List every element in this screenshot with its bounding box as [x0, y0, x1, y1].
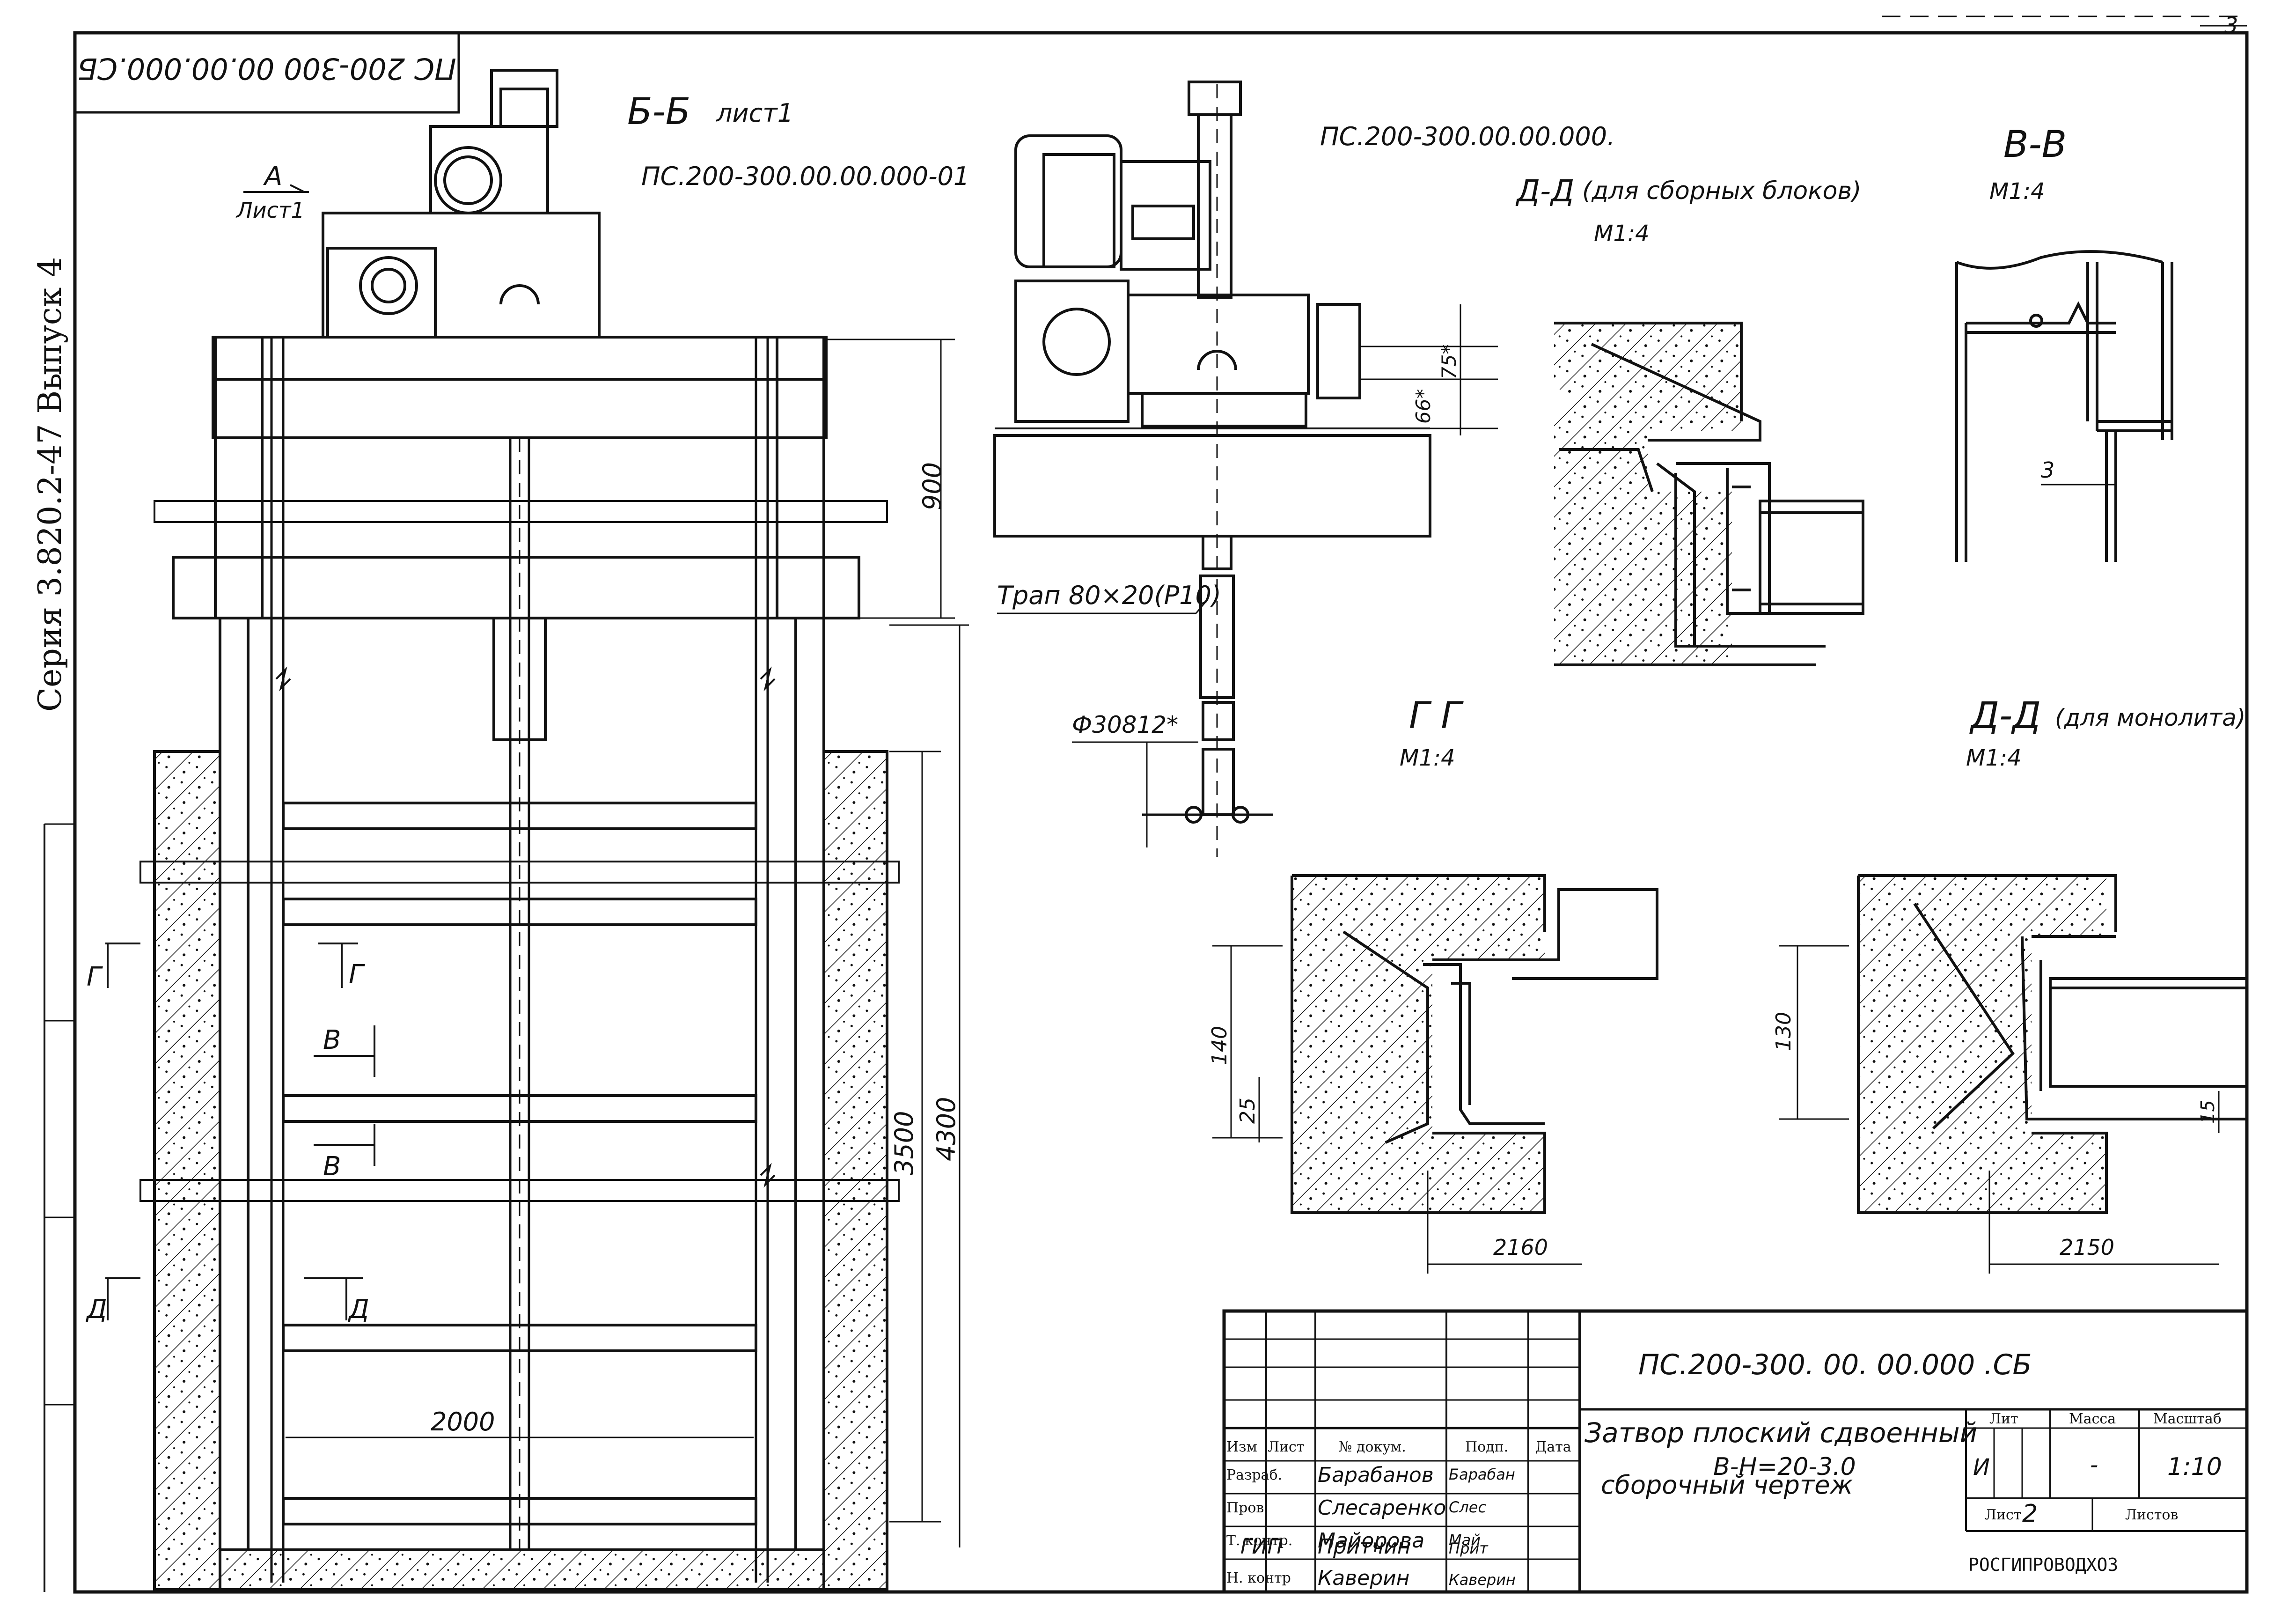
cut-marker-v-upper: В	[323, 1025, 341, 1055]
dimension-130: 130	[1772, 1012, 1796, 1051]
cut-marker-g-right: Г	[349, 959, 365, 990]
sheet-label: Лист	[1985, 1507, 2021, 1523]
section-b-b-title: Б-Б	[627, 91, 690, 133]
header-date: Дата	[1535, 1439, 1571, 1455]
lit-label: Лит	[1989, 1411, 2018, 1427]
view-a-label: А	[263, 161, 282, 192]
title-block	[1222, 1309, 2249, 1594]
center-drive-view	[993, 81, 1498, 857]
dimension-140: 140	[1208, 1026, 1232, 1065]
header-sign: Подп.	[1465, 1439, 1508, 1455]
dimension-2160: 2160	[1493, 1235, 1548, 1260]
trap-callout: Трап 80×20(Р10)	[997, 581, 1221, 610]
left-concrete-wall	[153, 750, 221, 1591]
sign-tech-control: Май	[1449, 1531, 1481, 1549]
dimension-3500: 3500	[889, 1111, 919, 1175]
mass-label: Масса	[2069, 1411, 2116, 1427]
section-v-v-title: В-В	[2003, 124, 2067, 166]
cut-marker-g-left: Г	[87, 962, 103, 992]
header-izm: Изм	[1226, 1439, 1257, 1455]
scale-value: 1:10	[2167, 1453, 2222, 1481]
title-line-3: сборочный чертеж	[1601, 1470, 1853, 1500]
organization-name: РОСГИПРОВОДХОЗ	[1968, 1554, 2118, 1575]
title-line-1: Затвор плоский сдвоенный	[1584, 1417, 1977, 1449]
dimension-15: 15	[2197, 1100, 2219, 1124]
header-list: Лист	[1268, 1439, 1304, 1455]
role-norm-control: Н. контр	[1226, 1570, 1291, 1586]
role-tech-control: Т. контр.	[1226, 1532, 1292, 1549]
section-g-g-title: Г Г	[1409, 695, 1464, 737]
dimension-2000: 2000	[431, 1407, 495, 1437]
sign-norm-control: Каверин	[1449, 1571, 1516, 1589]
dimension-25: 25	[1236, 1098, 1260, 1124]
center-view-part-number: ПС.200-300.00.00.000.	[1320, 122, 1615, 151]
section-d-d-blocks-note: (для сборных блоков)	[1582, 177, 1861, 205]
name-tech-control: Майорова	[1318, 1529, 1424, 1553]
section-v-v	[1955, 250, 2173, 562]
title-line-2: В-Н=20-3.0	[1713, 1453, 1856, 1481]
series-vertical-label: Серия 3.820.2-47 Выпуск 4	[32, 257, 69, 712]
dimension-4300: 4300	[932, 1097, 961, 1161]
sign-chief-engineer: Прит	[1449, 1540, 1489, 1557]
left-view-part-number: ПС.200-300.00.00.000-01	[641, 162, 969, 191]
dimension-66: 66*	[1412, 389, 1435, 424]
cut-marker-d-left: Д	[85, 1294, 107, 1325]
section-d-d-monolith-scale: М1:4	[1966, 745, 2022, 771]
lit-value: И	[1973, 1454, 1990, 1481]
gearbox-housing	[1014, 280, 1130, 423]
sheet-value: 2	[2022, 1500, 2038, 1528]
section-d-d-monolith	[1779, 874, 2248, 1274]
sheets-label: Листов	[2125, 1507, 2178, 1523]
role-developer: Разраб.	[1226, 1467, 1282, 1483]
cut-marker-d-right: Д	[347, 1294, 369, 1325]
mass-value: -	[2090, 1452, 2098, 1478]
diameter-callout: Ф30812*	[1072, 711, 1178, 738]
sign-developer: Барабан	[1449, 1466, 1515, 1483]
section-d-d-blocks-scale: М1:4	[1594, 221, 1650, 247]
sign-checker: Слес	[1449, 1498, 1486, 1516]
section-d-d-monolith-note: (для монолита)	[2055, 704, 2245, 731]
header-doc-no: № докум.	[1339, 1439, 1406, 1455]
role-chief-engineer: ГИП	[1240, 1535, 1283, 1559]
top-left-stamp: ПС 200-300 00.00.000.СБ	[77, 52, 456, 86]
sheet-corner-mark: 3	[2224, 13, 2238, 38]
dimension-75: 75*	[1438, 345, 1460, 379]
section-d-d-monolith-title: Д-Д	[1969, 695, 2041, 737]
name-checker: Слесаренко	[1318, 1496, 1446, 1520]
name-developer: Барабанов	[1318, 1463, 1434, 1487]
section-b-b-note: лист1	[716, 98, 793, 128]
title-designation: ПС.200-300. 00. 00.000 .СБ	[1638, 1348, 2032, 1381]
sheet-frame	[44, 15, 2249, 1594]
left-elevation-view	[105, 69, 969, 1591]
top-beam-section	[993, 434, 1431, 538]
section-g-g	[1212, 874, 1658, 1274]
section-d-d-blocks-title: Д-Д	[1515, 174, 1574, 209]
view-a-note: Лист1	[235, 198, 305, 223]
section-d-d-blocks	[1554, 322, 1864, 666]
section-g-g-scale: М1:4	[1400, 745, 1455, 771]
dimension-2150: 2150	[2060, 1235, 2114, 1260]
name-chief-engineer: Притчин	[1318, 1535, 1411, 1559]
dimension-900: 900	[917, 462, 947, 510]
name-norm-control: Каверин	[1318, 1566, 1410, 1590]
section-v-v-scale: М1:4	[1989, 178, 2045, 205]
role-checker: Пров.	[1226, 1500, 1269, 1516]
dimension-3-vv: 3	[2041, 457, 2054, 483]
bottom-concrete-sill	[219, 1548, 825, 1591]
cut-marker-v-lower: В	[323, 1151, 341, 1182]
scale-label: Масштаб	[2153, 1411, 2222, 1427]
right-concrete-wall	[822, 750, 888, 1591]
